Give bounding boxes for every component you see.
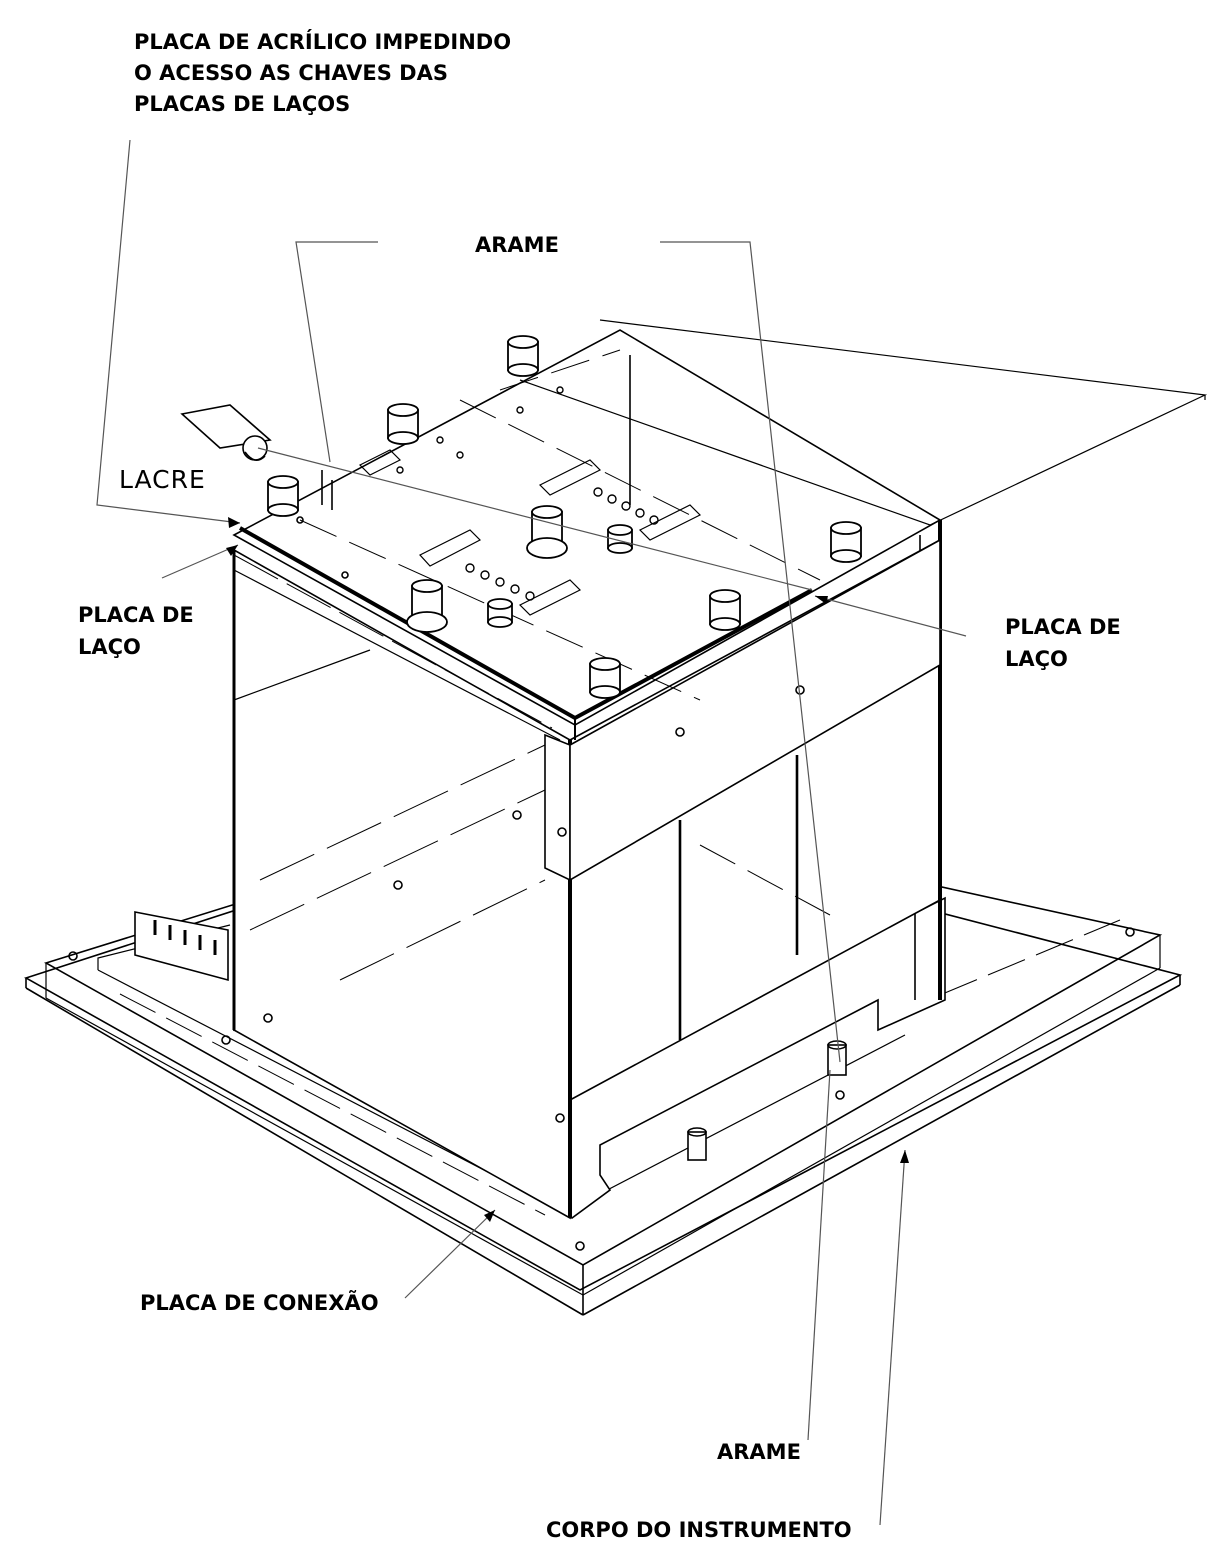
loop-plate-right-label-line1: PLACA DE xyxy=(1005,615,1121,639)
knob xyxy=(267,475,299,517)
pot-nut xyxy=(406,579,448,633)
knob xyxy=(709,589,741,631)
arame-top-leader-right xyxy=(660,241,841,1063)
bracket-bolt xyxy=(687,1040,847,1161)
pot xyxy=(487,598,513,628)
leader-lines xyxy=(96,139,967,1526)
instrument-body-leader xyxy=(879,1149,906,1526)
loop-left-leader xyxy=(161,544,239,579)
acrylic-plate-label-line3: PLACAS DE LAÇOS xyxy=(134,92,351,116)
loop-plate-left-label-line2: LAÇO xyxy=(78,635,141,659)
knob xyxy=(830,521,862,563)
leader-arrowheads xyxy=(226,517,909,1222)
seal-tab xyxy=(180,404,333,510)
box-screws xyxy=(263,516,805,1123)
loop-plate-left-label-line1: PLACA DE xyxy=(78,603,194,627)
led-indicators xyxy=(396,386,659,601)
knob xyxy=(387,403,419,445)
arame-top-leader-left xyxy=(295,241,378,463)
knob xyxy=(507,335,539,377)
pot xyxy=(607,524,633,554)
acrylic-plate-label-line1: PLACA DE ACRÍLICO IMPEDINDO xyxy=(134,30,512,54)
arame-bottom-label: ARAME xyxy=(717,1440,801,1464)
loop-plate-knobs xyxy=(267,335,862,699)
loop-right-leader xyxy=(814,595,967,637)
instrument-body-label: CORPO DO INSTRUMENTO xyxy=(546,1518,852,1542)
connection-plate-label: PLACA DE CONEXÃO xyxy=(140,1291,379,1315)
arame-top-label: ARAME xyxy=(475,233,559,257)
connection-leader xyxy=(404,1209,496,1299)
knob xyxy=(589,657,621,699)
loop-plate-right-label-line2: LAÇO xyxy=(1005,647,1068,671)
pot-nut xyxy=(526,505,568,559)
arame-bottom-leader xyxy=(807,1069,831,1441)
terminal-strip xyxy=(134,911,229,982)
arame-wire xyxy=(257,447,813,591)
lacre-label: LACRE xyxy=(119,465,206,494)
acrylic-leader xyxy=(96,139,241,524)
acrylic-plate-label-line2: O ACESSO AS CHAVES DAS xyxy=(134,61,448,85)
